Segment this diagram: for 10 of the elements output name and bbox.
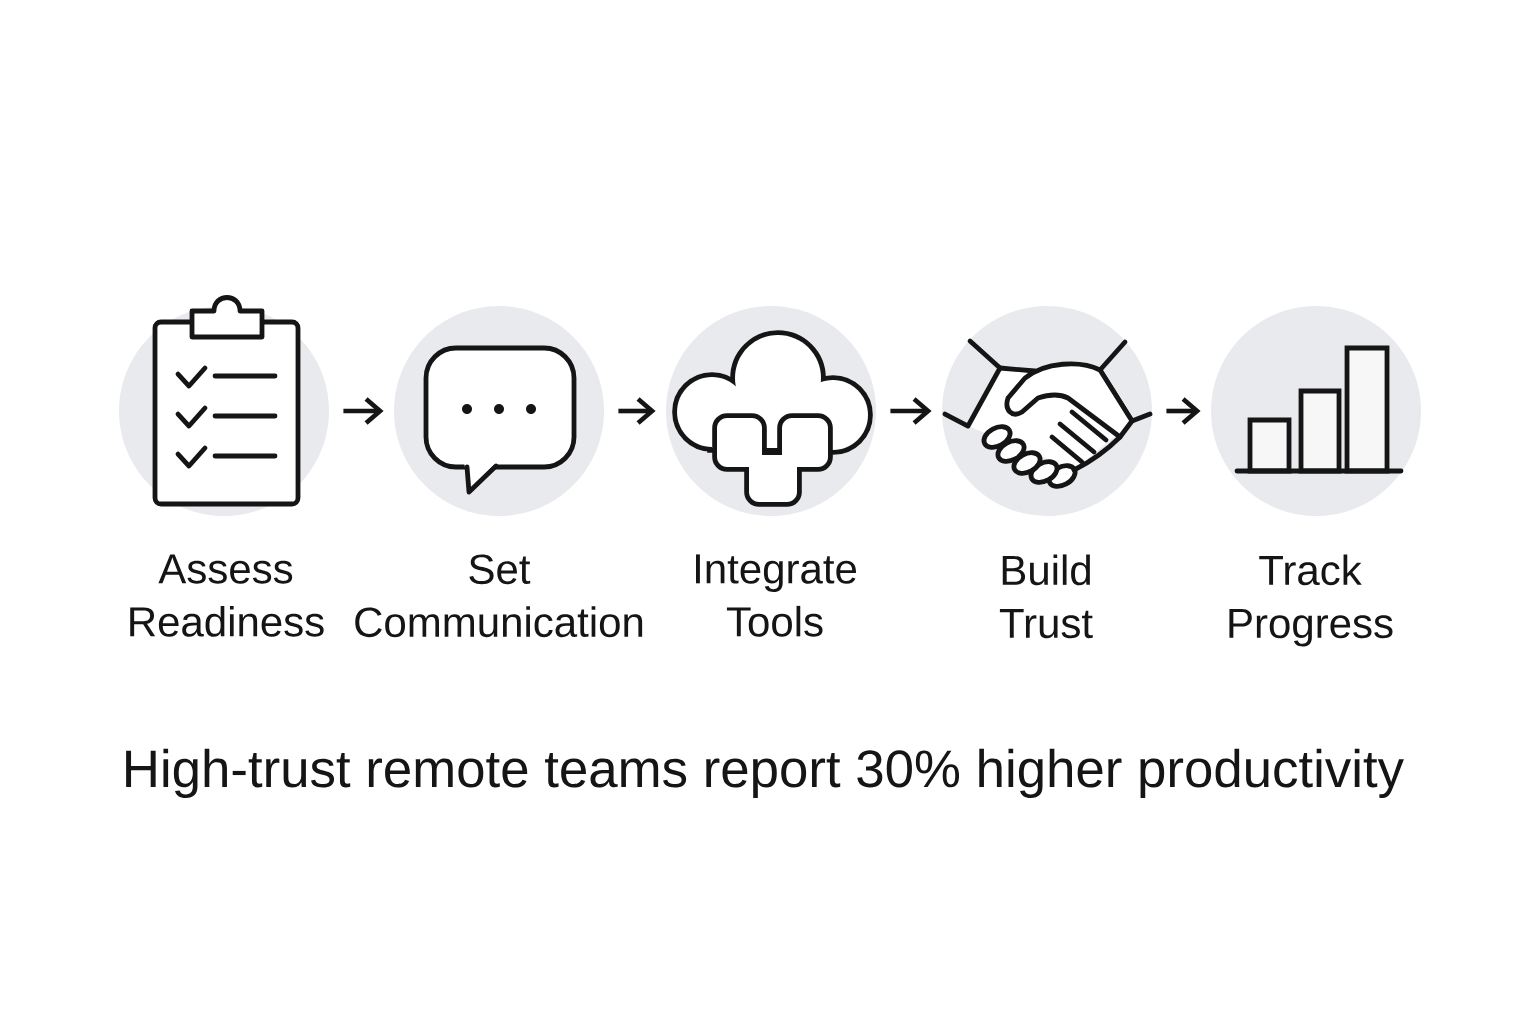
step-label: Integrate Tools xyxy=(696,554,856,637)
arrow xyxy=(1166,397,1201,425)
arrow xyxy=(343,397,384,425)
step-label: Build Trust xyxy=(999,554,1093,639)
step-label: Assess Readiness xyxy=(130,554,324,637)
arrow xyxy=(618,397,656,425)
step-label: Set Communication xyxy=(355,554,643,638)
arrow xyxy=(890,397,932,425)
caption: High-trust remote teams report 30% higher productivity xyxy=(126,748,1404,798)
step-label: Track Progress xyxy=(1229,554,1393,647)
